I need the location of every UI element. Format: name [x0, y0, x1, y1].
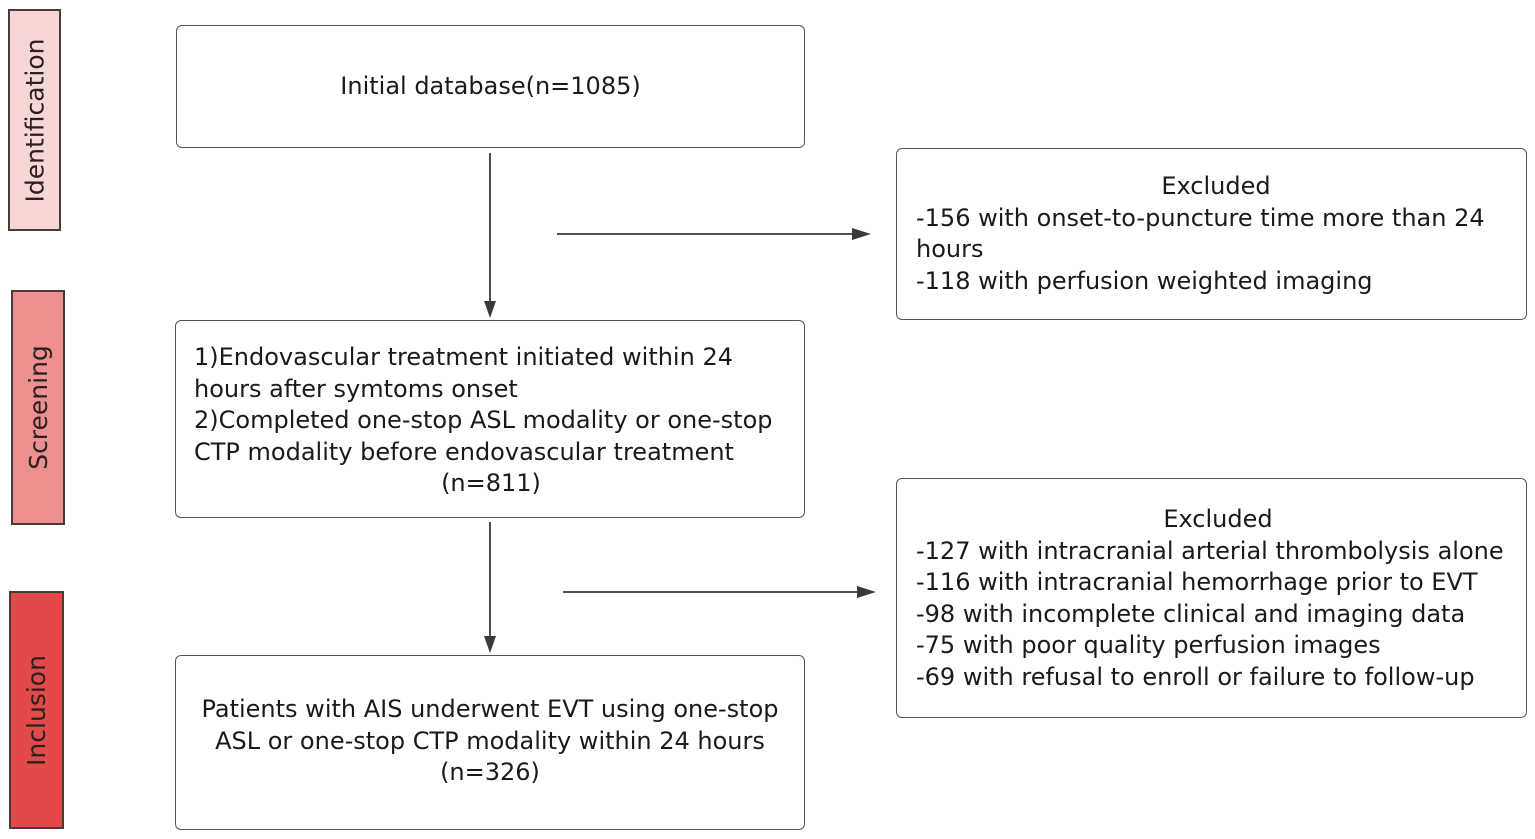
excluded-item: -75 with poor quality perfusion images — [916, 631, 1381, 659]
excluded-item: -69 with refusal to enroll or failure to… — [916, 662, 1475, 691]
initial-database-box: Initial database(n=1085) — [176, 25, 805, 148]
excluded-item: -118 with perfusion weighted imaging — [916, 266, 1373, 295]
excluded-item: -98 with incomplete clinical and imaging… — [916, 599, 1466, 628]
stage-tab-screening: Screening — [11, 290, 65, 525]
arrowhead-right-1 — [852, 228, 871, 240]
screening-line: 2)Completed one-stop ASL modality or one… — [194, 406, 773, 434]
excluded-box-2: Excluded -127 with intracranial arterial… — [896, 478, 1527, 718]
arrowhead-right-2 — [857, 586, 876, 598]
excluded-title-2: Excluded — [1163, 505, 1273, 533]
inclusion-box: Patients with AIS underwent EVT using on… — [175, 655, 805, 830]
excluded-item: -127 with intracranial arterial thrombol… — [916, 536, 1504, 565]
excluded-title-1: Excluded — [1161, 172, 1271, 200]
screening-line: CTP modality before endovascular treatme… — [194, 437, 734, 466]
screening-criteria-box: 1)Endovascular treatment initiated withi… — [175, 320, 805, 518]
excluded-item: -156 with onset-to-puncture time more th… — [916, 203, 1485, 264]
arrowhead-down-1 — [484, 301, 496, 318]
stage-tab-inclusion: Inclusion — [9, 591, 64, 829]
inclusion-count: (n=326) — [440, 758, 540, 786]
excluded-item: -116 with intracranial hemorrhage prior … — [916, 568, 1478, 596]
arrowhead-down-2 — [484, 636, 496, 653]
excluded-box-1: Excluded -156 with onset-to-puncture tim… — [896, 148, 1527, 320]
stage-label-screening: Screening — [23, 345, 53, 470]
initial-database-text: Initial database(n=1085) — [340, 71, 641, 100]
screening-line: 1)Endovascular treatment initiated withi… — [194, 343, 733, 371]
stage-tab-identification: Identification — [8, 9, 61, 231]
screening-count: (n=811) — [441, 469, 541, 497]
screening-line: hours after symtoms onset — [194, 374, 518, 403]
stage-label-inclusion: Inclusion — [22, 654, 51, 766]
stage-label-identification: Identification — [20, 38, 50, 202]
inclusion-line: Patients with AIS underwent EVT using on… — [201, 695, 779, 723]
inclusion-line: ASL or one-stop CTP modality within 24 h… — [215, 726, 765, 755]
